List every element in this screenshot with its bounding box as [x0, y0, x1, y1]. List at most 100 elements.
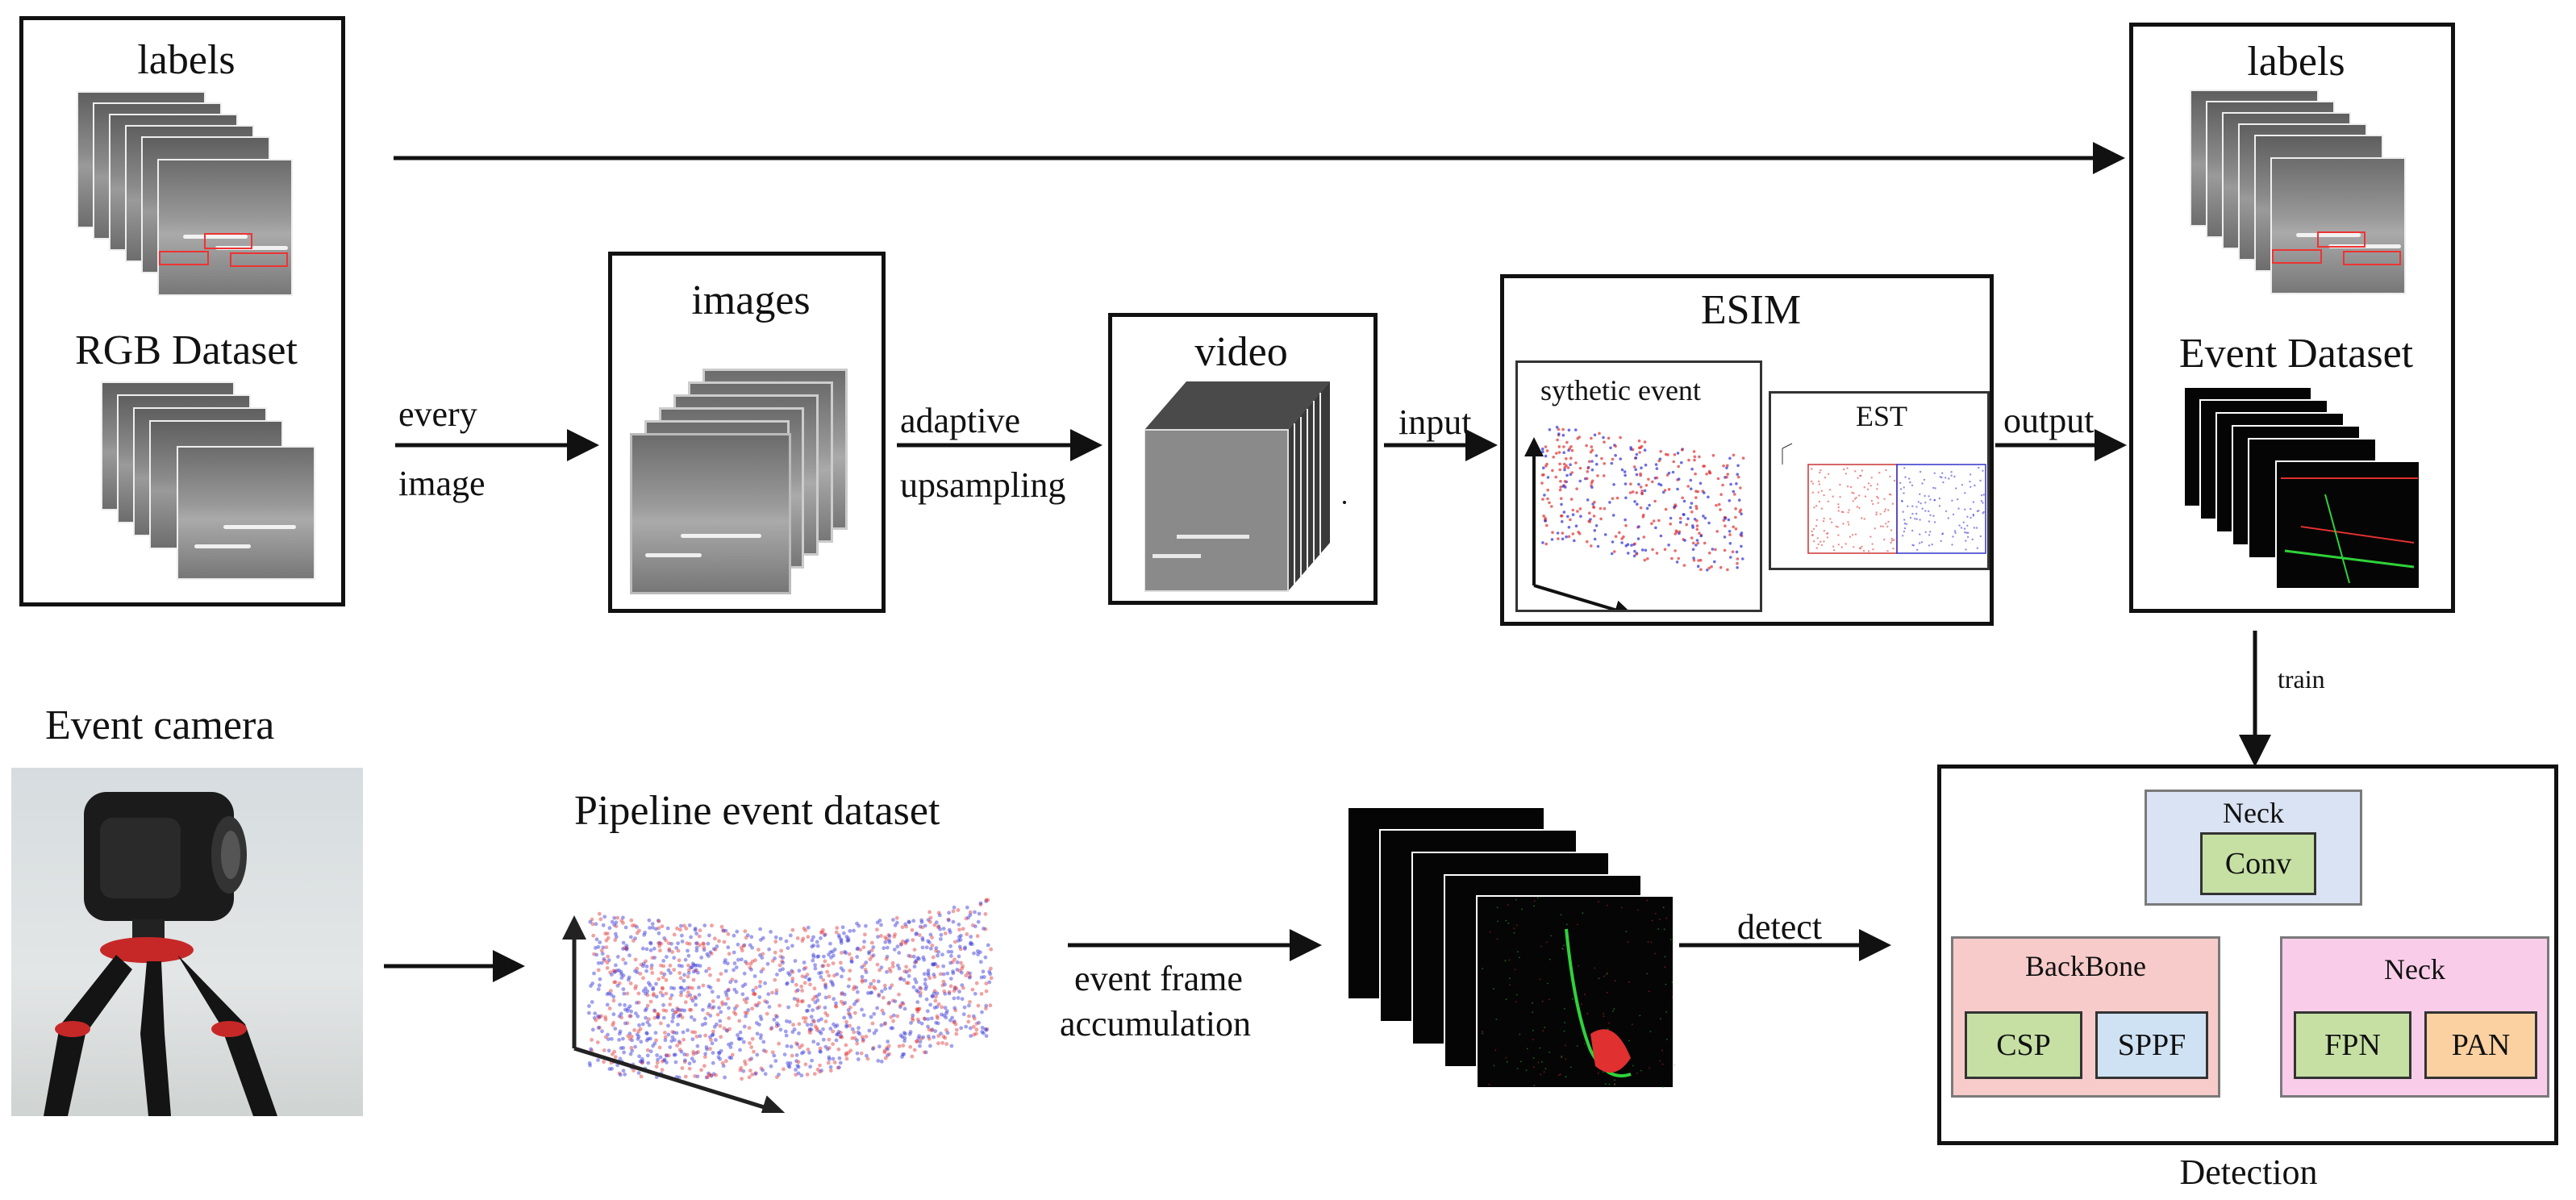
event-point: [649, 966, 654, 971]
event-point: [1606, 991, 1608, 994]
event-point: [752, 1049, 756, 1054]
event-point: [914, 980, 919, 985]
event-point: [652, 1008, 657, 1013]
event-point: [867, 1028, 872, 1033]
event-point: [1614, 1079, 1615, 1081]
event-point: [869, 1015, 873, 1019]
event-point: [656, 1057, 660, 1062]
event-point: [872, 1011, 877, 1016]
event-point: [1532, 1029, 1534, 1031]
event-point: [1835, 525, 1837, 527]
event-point: [784, 1033, 789, 1038]
event-point: [1844, 473, 1848, 475]
event-point: [1659, 534, 1663, 538]
event-point: [794, 1041, 798, 1045]
event-point: [931, 994, 935, 998]
event-point: [933, 998, 938, 1003]
event-point: [759, 938, 763, 942]
event-point: [1929, 531, 1932, 533]
event-point: [820, 930, 824, 935]
event-point: [1837, 506, 1840, 509]
event-point: [1725, 466, 1728, 469]
event-point: [965, 932, 969, 936]
event-point: [1707, 566, 1711, 570]
event-point: [836, 1030, 841, 1034]
event-point: [819, 1069, 823, 1073]
synthetic-event-plot: [1524, 425, 1745, 610]
event-point: [926, 969, 931, 973]
event-point: [811, 955, 816, 959]
event-point: [652, 946, 657, 951]
event-point: [794, 1073, 798, 1077]
event-point: [1689, 478, 1693, 482]
event-point: [1555, 425, 1559, 429]
event-point: [1560, 502, 1563, 506]
event-point: [882, 1048, 887, 1053]
event-point: [1820, 490, 1824, 492]
event-point: [619, 969, 623, 974]
event-point: [936, 924, 941, 929]
event-point: [927, 940, 932, 944]
event-point: [803, 965, 808, 970]
event-point: [1919, 519, 1921, 521]
event-point: [1665, 983, 1667, 985]
event-point: [1733, 493, 1736, 496]
event-point: [790, 1030, 795, 1035]
event-point: [1540, 481, 1544, 485]
event-point: [919, 1036, 923, 1041]
event-point: [1646, 557, 1649, 560]
event-point: [926, 1017, 931, 1022]
event-point: [1811, 491, 1814, 494]
output-label: output: [2003, 401, 2095, 440]
event-point: [892, 935, 897, 939]
event-point: [952, 957, 957, 962]
event-point: [599, 1014, 603, 1019]
event-point: [975, 934, 980, 939]
event-point: [732, 961, 737, 965]
event-point: [1690, 510, 1694, 514]
event-point: [898, 1003, 902, 1008]
event-point: [617, 968, 621, 973]
event-point: [1604, 1083, 1607, 1085]
event-point: [813, 963, 817, 967]
event-point: [1608, 1022, 1611, 1024]
event-point: [1726, 464, 1729, 468]
event-point: [1954, 531, 1957, 534]
event-point: [1590, 448, 1594, 452]
event-point: [815, 994, 819, 998]
event-point: [1540, 945, 1542, 948]
event-point: [1642, 513, 1645, 517]
event-point: [821, 977, 826, 982]
event-point: [613, 969, 618, 973]
event-point: [770, 1050, 775, 1055]
event-point: [806, 925, 811, 930]
event-point: [929, 1028, 934, 1033]
event-point: [969, 942, 973, 946]
event-point: [793, 959, 798, 963]
event-point: [690, 965, 694, 969]
event-point: [596, 968, 601, 973]
event-point: [1915, 518, 1918, 520]
event-point: [800, 974, 805, 979]
event-point: [678, 927, 682, 932]
event-point: [1736, 566, 1739, 569]
event-point: [636, 1035, 641, 1039]
event-point: [736, 942, 740, 947]
event-point: [1562, 462, 1566, 466]
event-point: [1957, 498, 1959, 501]
event-point: [952, 1020, 957, 1025]
event-point: [844, 1043, 848, 1048]
event-point: [923, 981, 927, 986]
accumulated-frames-stack: [1347, 806, 1678, 1097]
event-point: [1576, 510, 1579, 513]
event-point: [782, 1052, 787, 1056]
event-point: [935, 1005, 940, 1009]
event-labels-image-stack: [2190, 90, 2432, 307]
event-point: [869, 990, 874, 995]
event-point: [1665, 917, 1668, 919]
event-point: [948, 960, 952, 965]
event-point: [654, 927, 658, 931]
event-point: [886, 1002, 891, 1006]
event-point: [738, 1030, 743, 1035]
event-image-stack: [2183, 386, 2441, 604]
